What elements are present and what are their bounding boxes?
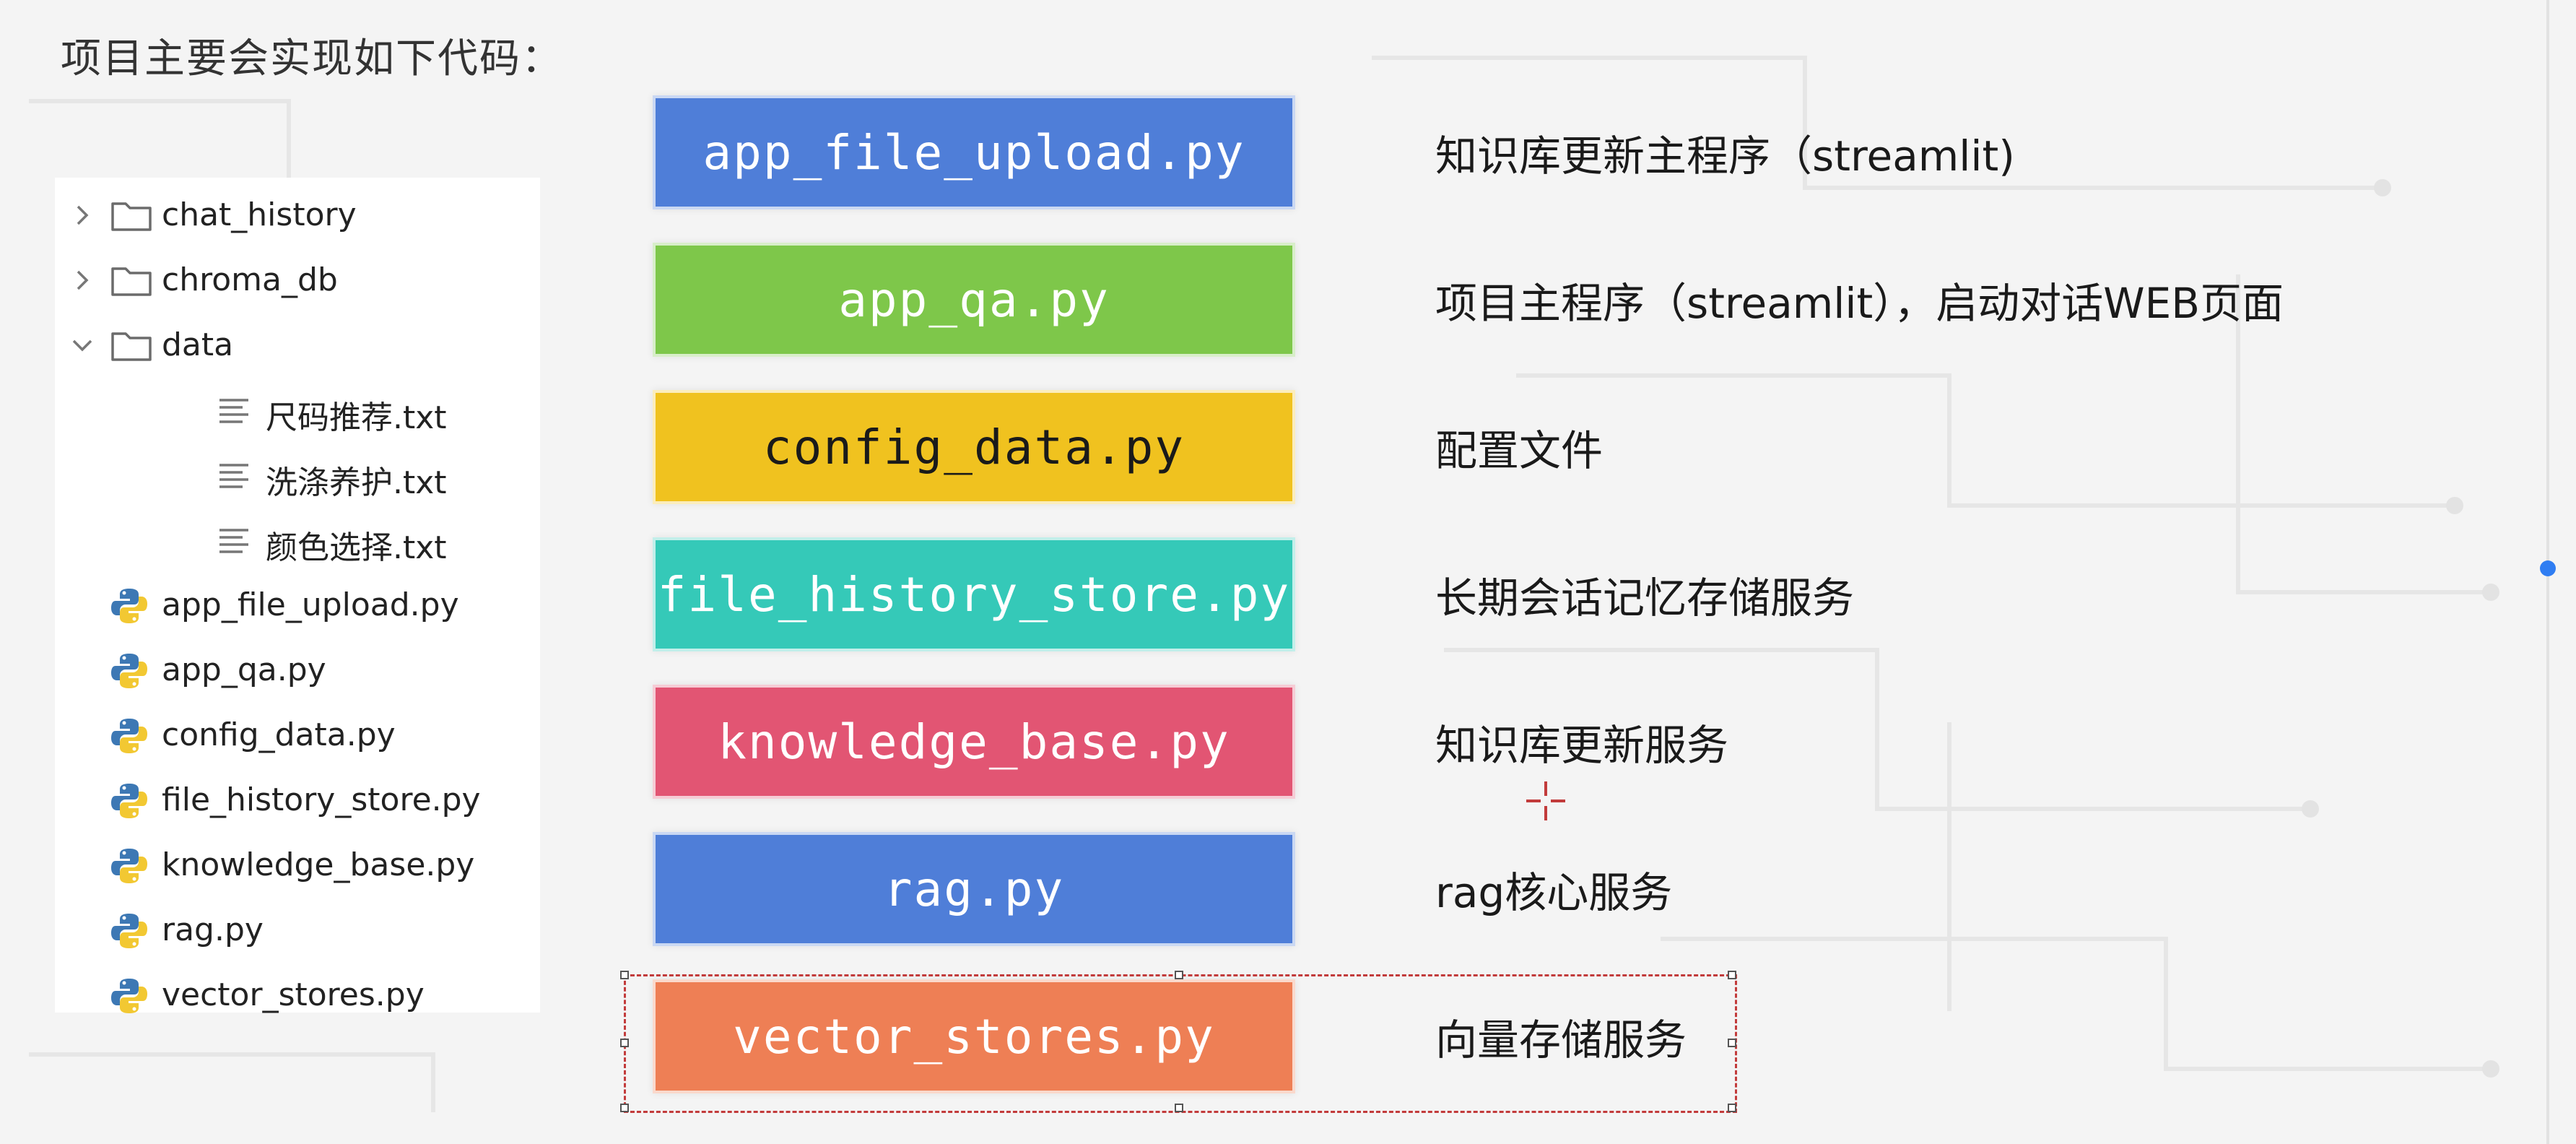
- module-box-knowledge-base: knowledge_base.py: [653, 685, 1295, 799]
- module-desc-config-data: 配置文件: [1435, 426, 1604, 475]
- tree-item-label: knowledge_base.py: [162, 846, 475, 883]
- tree-item-vector-stores[interactable]: vector_stores.py: [55, 963, 540, 1028]
- resize-handle[interactable]: [1728, 1039, 1736, 1047]
- module-desc-app-file-upload: 知识库更新主程序（streamlit): [1435, 131, 2015, 181]
- python-file-icon: [111, 914, 147, 948]
- resize-handle[interactable]: [620, 1039, 629, 1047]
- chevron-right-icon[interactable]: [69, 267, 95, 293]
- tree-item-label: 尺码推荐.txt: [266, 399, 447, 436]
- tree-item-rag[interactable]: rag.py: [55, 898, 540, 963]
- module-desc-rag: rag核心服务: [1435, 868, 1673, 917]
- crosshair-icon: [1526, 781, 1565, 820]
- module-desc-vector-stores: 向量存储服务: [1435, 1015, 1687, 1065]
- module-box-vector-stores[interactable]: vector_stores.py: [653, 979, 1295, 1093]
- module-box-config-data: config_data.py: [653, 390, 1295, 504]
- resize-handle[interactable]: [620, 1104, 629, 1112]
- tree-item-label: config_data.py: [162, 716, 396, 753]
- tree-item-label: chroma_db: [162, 261, 338, 298]
- tree-item-color-choice[interactable]: 颜色选择.txt: [55, 508, 540, 573]
- module-desc-file-history-store: 长期会话记忆存储服务: [1435, 573, 1855, 623]
- resize-handle[interactable]: [1175, 1104, 1183, 1112]
- tree-item-app-file-upload[interactable]: app_file_upload.py: [55, 573, 540, 638]
- tree-item-chroma-db[interactable]: chroma_db: [55, 248, 540, 313]
- tree-item-label: file_history_store.py: [162, 781, 481, 818]
- text-file-icon: [219, 399, 248, 423]
- tree-item-chat-history[interactable]: chat_history: [55, 183, 540, 248]
- tree-item-label: 洗涤养护.txt: [266, 464, 447, 501]
- python-file-icon: [111, 784, 147, 818]
- folder-icon: [111, 332, 152, 361]
- chevron-down-icon[interactable]: [69, 332, 95, 358]
- tree-item-label: data: [162, 326, 234, 363]
- scroll-indicator[interactable]: [2540, 560, 2556, 576]
- python-file-icon: [111, 979, 147, 1013]
- tree-item-data[interactable]: data: [55, 313, 540, 378]
- module-box-file-history-store: file_history_store.py: [653, 537, 1295, 651]
- module-box-app-qa: app_qa.py: [653, 243, 1295, 357]
- tree-item-label: vector_stores.py: [162, 976, 425, 1013]
- tree-item-label: app_qa.py: [162, 651, 326, 688]
- module-desc-knowledge-base: 知识库更新服务: [1435, 721, 1729, 770]
- resize-handle[interactable]: [620, 971, 629, 979]
- folder-icon: [111, 267, 152, 296]
- text-file-icon: [219, 529, 248, 553]
- module-box-rag: rag.py: [653, 832, 1295, 946]
- tree-item-wash-care[interactable]: 洗涤养护.txt: [55, 443, 540, 508]
- tree-item-label: chat_history: [162, 196, 357, 233]
- file-tree-panel: chat_history chroma_db data 尺码推荐.txt 洗涤养…: [55, 178, 540, 1013]
- python-file-icon: [111, 719, 147, 753]
- tree-item-app-qa[interactable]: app_qa.py: [55, 638, 540, 703]
- python-file-icon: [111, 589, 147, 623]
- resize-handle[interactable]: [1728, 1104, 1736, 1112]
- module-box-app-file-upload: app_file_upload.py: [653, 95, 1295, 209]
- tree-item-size-recommend[interactable]: 尺码推荐.txt: [55, 378, 540, 443]
- resize-handle[interactable]: [1175, 971, 1183, 979]
- tree-item-label: 颜色选择.txt: [266, 529, 447, 566]
- module-desc-app-qa: 项目主程序（streamlit），启动对话WEB页面: [1435, 279, 2284, 328]
- tree-item-file-history-store[interactable]: file_history_store.py: [55, 768, 540, 833]
- tree-item-label: rag.py: [162, 911, 264, 948]
- tree-item-label: app_file_upload.py: [162, 586, 459, 623]
- page-heading: 项目主要会实现如下代码：: [61, 35, 563, 82]
- python-file-icon: [111, 654, 147, 688]
- tree-item-knowledge-base[interactable]: knowledge_base.py: [55, 833, 540, 898]
- tree-item-config-data[interactable]: config_data.py: [55, 703, 540, 768]
- python-file-icon: [111, 849, 147, 883]
- resize-handle[interactable]: [1728, 971, 1736, 979]
- selection-frame[interactable]: [620, 971, 1737, 1113]
- text-file-icon: [219, 464, 248, 488]
- chevron-right-icon[interactable]: [69, 202, 95, 228]
- folder-icon: [111, 202, 152, 231]
